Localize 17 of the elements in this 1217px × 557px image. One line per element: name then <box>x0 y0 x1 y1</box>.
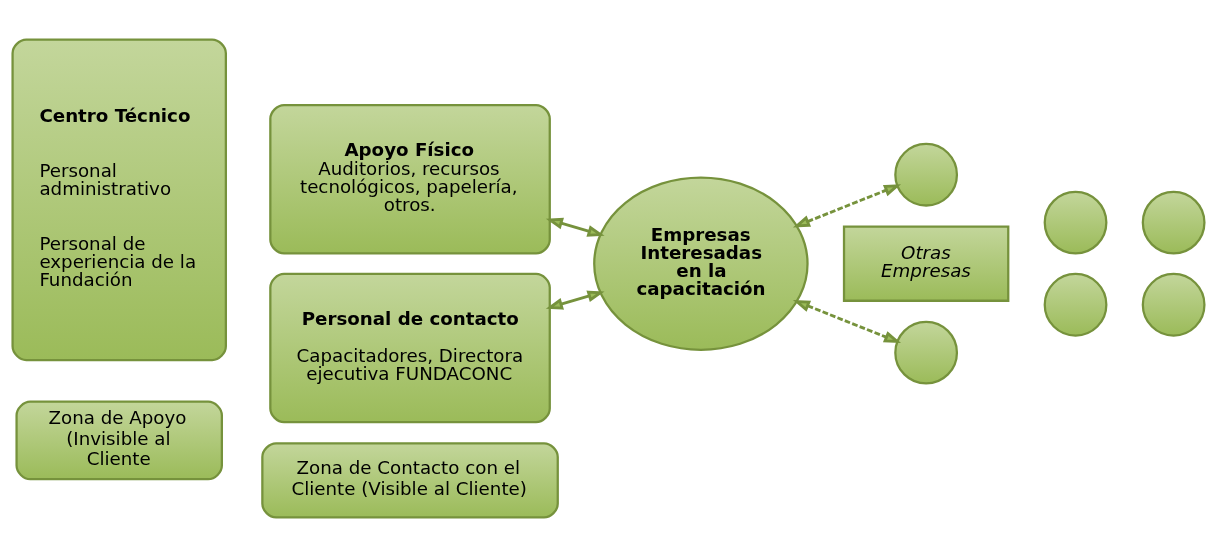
arrow <box>792 299 902 344</box>
arrow <box>545 217 605 237</box>
node-circle <box>1141 190 1206 255</box>
node-ellipse: Empresas Interesadas en la capacitación <box>593 176 809 351</box>
node-box: Centro Técnico Personal administrativo Personal de experiencia de la Fundación <box>11 38 227 362</box>
node-circle <box>1043 190 1108 255</box>
node-box: Zona de Apoyo (Invisible al Cliente <box>15 400 223 481</box>
node-circle <box>894 320 959 385</box>
node-box: Apoyo Físico Auditorios, recursos tecnológicos, papelería, otros. <box>269 104 551 255</box>
arrow <box>545 290 605 310</box>
node-box: Zona de Contacto con el Cliente (Visible al Cliente) <box>261 442 559 519</box>
arrow <box>792 184 902 228</box>
node-box: Personal de contacto Capacitadores, Directora ejecutiva FUNDACONC <box>269 272 551 424</box>
node-circle <box>894 142 959 207</box>
node-circle <box>1141 272 1206 337</box>
node-circle <box>1043 272 1108 337</box>
node-box: Otras Empresas <box>842 225 1010 302</box>
